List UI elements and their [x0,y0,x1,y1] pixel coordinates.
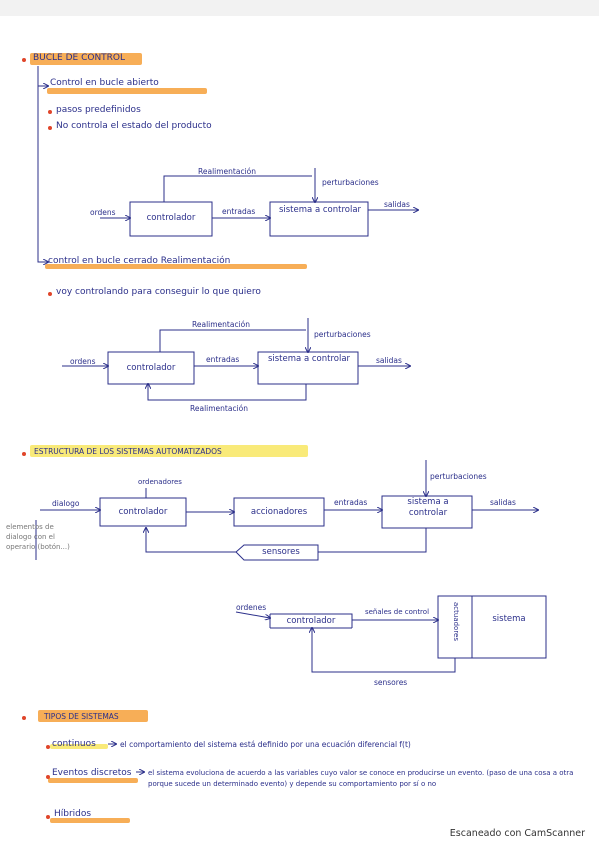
diagA-entradas: entradas [222,207,256,216]
bullet-3 [48,292,52,296]
abierto-bullet-2: No controla el estado del producto [56,121,212,131]
bullet-1 [48,110,52,114]
diagC-sistema: sistema a controlar [407,497,449,518]
diagD-ordenes: ordenes [236,603,267,612]
bullet-2 [48,126,52,130]
scanner-watermark: Escaneado con CamScanner [449,828,585,839]
diagB-sistema: sistema a controlar [267,354,351,364]
diagC-accionadores: accionadores [250,507,308,517]
diagC-salidas: salidas [490,498,516,507]
diagB-perturbaciones: perturbaciones [314,330,371,339]
diagB-realimentacion-bottom: Realimentación [190,404,249,413]
underline-continuos [50,744,108,749]
bullet-hibridos [46,815,50,819]
diagB-controlador: controlador [126,363,176,373]
diagA-perturbaciones: perturbaciones [322,178,379,187]
highlight-bucle [30,53,142,65]
bullet-tipos [22,716,26,720]
diagC-entradas: entradas [334,498,368,507]
diagC-perturbaciones: perturbaciones [430,472,487,481]
scan-top-edge [0,0,599,16]
underline-hibridos [50,818,130,823]
diagA-sistema: sistema a controlar [278,205,362,215]
diagB-realimentacion-top: Realimentación [192,320,251,329]
subsection-title-cerrado: control en bucle cerrado Realimentación [48,256,231,266]
highlight-tipos [38,710,148,722]
underline-cerrado [45,264,307,269]
bullet-estructura [22,452,26,456]
tipo-eventos-text: el sistema evoluciona de acuerdo a las v… [148,769,574,788]
diagD-sensores: sensores [374,678,408,687]
diagA-entrada: ordens [90,208,116,217]
abierto-bullet-1: pasos predefinidos [56,105,141,115]
bullet-eventos [46,775,50,779]
diagD-senales: señales de control [364,608,430,616]
diagC-controlador: controlador [118,507,168,517]
cerrado-bullet-1: voy controlando para conseguir lo que qu… [56,287,261,297]
diagA-controlador: controlador [146,213,196,223]
section-title-estructura: ESTRUCTURA DE LOS SISTEMAS AUTOMATIZADOS [34,447,222,456]
diagC-dialogo: dialogo [52,499,80,508]
underline-abierto [47,88,207,94]
tipo-continuos-name: continuos [52,739,96,749]
diagC-ordenadores: ordenadores [138,478,182,486]
diagD-controlador: controlador [286,616,336,626]
diagB-entradas: entradas [206,355,240,364]
underline-eventos [48,778,138,783]
highlight-estructura [30,445,308,457]
diagA-salidas: salidas [384,200,410,209]
tipo-hibridos-name: Híbridos [54,809,92,819]
diagD-actuadores: actuadores [452,602,460,642]
tipo-continuos-text: el comportamiento del sistema está defin… [120,740,411,749]
diagD-sistema: sistema [492,614,526,624]
bullet-continuos [46,745,50,749]
subsection-title-abierto: Control en bucle abierto [50,78,159,88]
section-title-bucle: BUCLE DE CONTROL [33,53,126,63]
diagC-sensores: sensores [262,547,300,557]
diagB-salidas: salidas [376,356,402,365]
diagB-entrada: ordens [70,357,96,366]
section-title-tipos: TIPOS DE SISTEMAS [44,712,119,721]
diagA-realimentacion: Realimentación [198,167,257,176]
tipo-eventos-name: Eventos discretos [52,768,132,778]
diagC-note: elementos de dialogo con el operario (bo… [6,523,70,551]
bullet-bucle [22,58,26,62]
